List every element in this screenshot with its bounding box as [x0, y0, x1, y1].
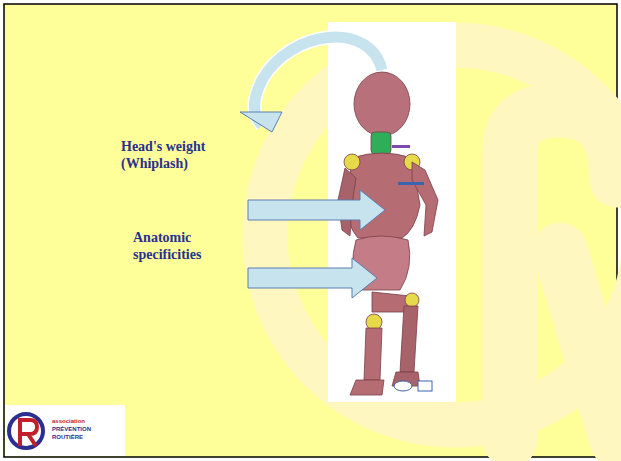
block-arrow — [248, 258, 377, 298]
logo-mark — [9, 414, 43, 448]
callout-label: Head's weight (Whiplash) — [121, 138, 241, 172]
logo-text: ROUTIÈRE — [52, 434, 122, 441]
child-dummy — [338, 72, 438, 395]
rotation-arrowhead — [240, 112, 282, 132]
block-arrow — [248, 190, 385, 230]
logo-panel — [5, 405, 125, 456]
sponsor-icons — [394, 381, 432, 391]
logo-text: PRÉVENTION — [52, 426, 122, 433]
logo-text: association — [52, 418, 122, 425]
callout-label: Anatomic specificities — [133, 229, 245, 263]
